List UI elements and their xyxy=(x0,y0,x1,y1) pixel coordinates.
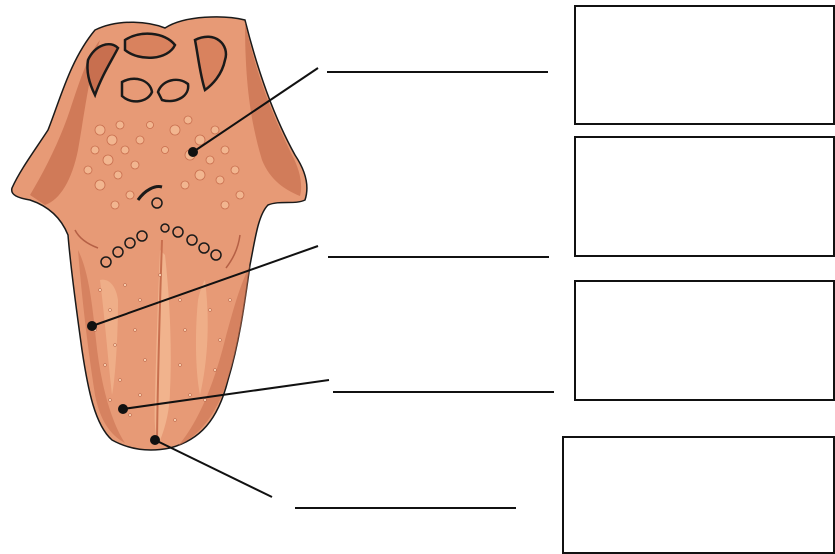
answer-box-4[interactable] xyxy=(562,436,835,554)
lingual-tonsil-left xyxy=(122,79,152,102)
leader-line-4 xyxy=(155,440,272,497)
answer-box-2[interactable] xyxy=(574,136,835,257)
answer-box-4-text xyxy=(564,438,833,450)
leader-dot-2 xyxy=(88,322,96,330)
leader-dot-1 xyxy=(189,148,197,156)
epiglottis xyxy=(125,34,175,58)
answer-box-2-text xyxy=(576,138,833,150)
answer-box-3-text xyxy=(576,282,833,294)
tongue-illustration xyxy=(12,17,307,450)
answer-box-1-text xyxy=(576,7,833,19)
answer-box-1[interactable] xyxy=(574,5,835,125)
leader-dot-4 xyxy=(151,436,159,444)
answer-box-3[interactable] xyxy=(574,280,835,401)
leader-dot-3 xyxy=(119,405,127,413)
